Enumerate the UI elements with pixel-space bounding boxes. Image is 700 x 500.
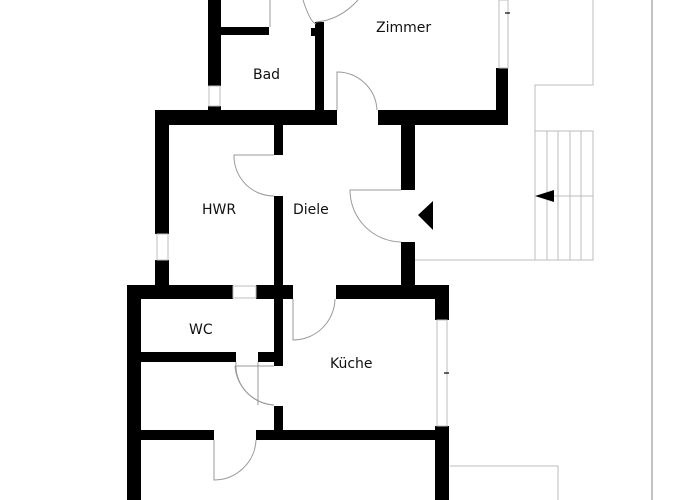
entrance-arrow-icon (418, 201, 433, 230)
lower-outline (450, 465, 559, 500)
door-corridor (234, 365, 275, 406)
door-kueche (292, 298, 336, 341)
window-wc (232, 285, 257, 299)
door-hwr (233, 154, 275, 197)
room-label-zimmer: Zimmer (376, 20, 431, 36)
room-label-wc: WC (189, 322, 213, 338)
room-label-diele: Diele (293, 202, 329, 218)
stair-direction-arrow-icon (535, 190, 554, 202)
door-zimmer (336, 71, 378, 111)
doors (213, 0, 402, 481)
stairs (534, 130, 594, 261)
door-lower-room (213, 439, 257, 481)
walls (127, 0, 508, 500)
window-zimmer (498, 0, 509, 69)
room-label-bad: Bad (253, 67, 280, 83)
window-hwr (156, 233, 169, 261)
window-bad (208, 85, 221, 107)
terrace-outline (415, 0, 594, 261)
door-entrance (349, 189, 402, 243)
room-label-kueche: Küche (330, 356, 373, 372)
windows (156, 0, 510, 427)
room-label-hwr: HWR (202, 202, 236, 218)
